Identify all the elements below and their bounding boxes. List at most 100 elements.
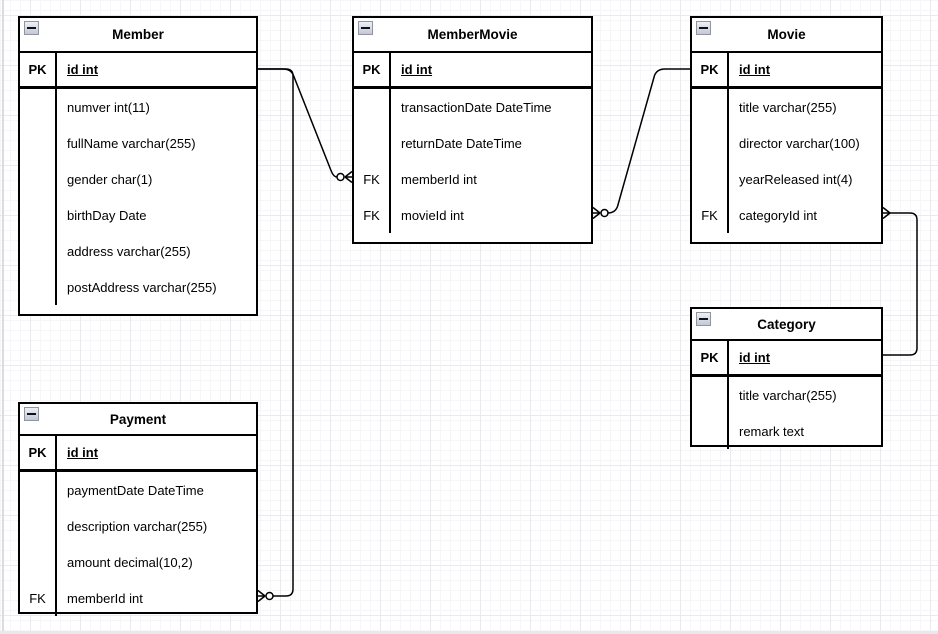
key-cell — [20, 233, 57, 269]
table-row[interactable]: FK categoryId int — [692, 197, 881, 233]
table-row[interactable]: returnDate DateTime — [354, 125, 591, 161]
table-member-header[interactable]: Member — [20, 18, 256, 53]
table-row[interactable]: PK id int — [20, 436, 256, 472]
table-payment-header[interactable]: Payment — [20, 404, 256, 436]
key-cell: PK — [692, 53, 729, 86]
page-edge-left — [2, 0, 4, 634]
value-cell: postAddress varchar(255) — [67, 279, 217, 295]
key-cell — [354, 89, 391, 125]
crowfoot-many-icon — [882, 206, 891, 220]
table-row[interactable]: address varchar(255) — [20, 233, 256, 269]
key-cell: PK — [20, 53, 57, 86]
table-category[interactable]: Category PK id int title varchar(255) re… — [690, 307, 883, 449]
relationship-category-movie[interactable] — [882, 206, 918, 356]
value-cell: memberId int — [67, 590, 143, 606]
table-row[interactable]: fullName varchar(255) — [20, 125, 256, 161]
table-title: Movie — [767, 27, 806, 42]
table-row[interactable]: director varchar(100) — [692, 125, 881, 161]
crowfoot-many-icon — [344, 170, 353, 184]
key-cell: PK — [20, 436, 57, 469]
table-row[interactable]: FK memberId int — [354, 161, 591, 197]
crowfoot-many-icon — [257, 589, 266, 603]
key-cell: PK — [354, 53, 391, 86]
value-cell: address varchar(255) — [67, 243, 191, 259]
key-cell: FK — [692, 197, 729, 233]
collapse-icon[interactable] — [358, 21, 373, 35]
key-cell — [20, 269, 57, 305]
value-cell: id int — [739, 62, 771, 77]
key-cell: FK — [20, 580, 57, 616]
value-cell: birthDay Date — [67, 207, 147, 223]
table-title: Payment — [109, 411, 167, 427]
table-row[interactable]: postAddress varchar(255) — [20, 269, 256, 305]
key-cell — [692, 89, 729, 125]
table-member[interactable]: Member PK id int numver int(11) fullName… — [18, 16, 258, 316]
value-cell: id int — [401, 62, 433, 77]
table-membermovie[interactable]: MemberMovie PK id int transactionDate Da… — [352, 16, 593, 244]
table-row[interactable]: title varchar(255) — [692, 377, 881, 413]
key-cell — [20, 508, 57, 544]
relationship-member-payment[interactable] — [257, 68, 294, 603]
value-cell: amount decimal(10,2) — [67, 554, 193, 570]
minus-glyph — [27, 413, 36, 415]
value-cell: movieId int — [401, 207, 464, 223]
value-cell: returnDate DateTime — [401, 135, 522, 151]
key-cell — [692, 413, 729, 449]
table-row[interactable]: paymentDate DateTime — [20, 472, 256, 508]
table-movie[interactable]: Movie PK id int title varchar(255) direc… — [690, 16, 883, 244]
table-row[interactable]: amount decimal(10,2) — [20, 544, 256, 580]
key-cell — [692, 125, 729, 161]
value-cell: transactionDate DateTime — [401, 99, 552, 115]
table-row[interactable]: FK memberId int — [20, 580, 256, 616]
value-cell: title varchar(255) — [739, 387, 837, 403]
key-cell — [20, 197, 57, 233]
table-row[interactable]: PK id int — [692, 341, 881, 377]
value-cell: director varchar(100) — [739, 135, 860, 151]
collapse-icon[interactable] — [24, 407, 39, 421]
table-row[interactable]: remark text — [692, 413, 881, 449]
table-row[interactable]: transactionDate DateTime — [354, 89, 591, 125]
key-cell: FK — [354, 197, 391, 233]
table-title: Member — [112, 27, 164, 42]
table-membermovie-header[interactable]: MemberMovie — [354, 18, 591, 53]
key-cell: FK — [354, 161, 391, 197]
table-row[interactable]: numver int(11) — [20, 89, 256, 125]
collapse-icon[interactable] — [696, 312, 711, 326]
key-cell — [692, 377, 729, 413]
collapse-icon[interactable] — [24, 21, 39, 35]
table-row[interactable]: yearReleased int(4) — [692, 161, 881, 197]
table-payment[interactable]: Payment PK id int paymentDate DateTime d… — [18, 402, 258, 616]
table-row[interactable]: gender char(1) — [20, 161, 256, 197]
table-title: Category — [757, 316, 816, 332]
value-cell: yearReleased int(4) — [739, 171, 853, 187]
minus-glyph — [699, 318, 708, 320]
table-row[interactable]: title varchar(255) — [692, 89, 881, 125]
key-cell — [354, 125, 391, 161]
key-cell — [692, 161, 729, 197]
key-cell — [20, 89, 57, 125]
table-category-header[interactable]: Category — [692, 309, 881, 341]
key-cell — [20, 125, 57, 161]
minus-glyph — [27, 27, 36, 29]
page-edge-bottom — [0, 631, 938, 634]
table-row[interactable]: birthDay Date — [20, 197, 256, 233]
table-row[interactable]: PK id int — [692, 53, 881, 89]
value-cell: memberId int — [401, 171, 477, 187]
relationship-member-membermovie[interactable] — [258, 68, 353, 184]
value-cell: fullName varchar(255) — [67, 135, 196, 151]
value-cell: id int — [67, 62, 99, 77]
value-cell: title varchar(255) — [739, 99, 837, 115]
table-movie-header[interactable]: Movie — [692, 18, 881, 53]
table-row[interactable]: description varchar(255) — [20, 508, 256, 544]
table-row[interactable]: PK id int — [20, 53, 256, 89]
minus-glyph — [361, 27, 370, 29]
value-cell: id int — [739, 350, 771, 365]
table-row[interactable]: PK id int — [354, 53, 591, 89]
value-cell: remark text — [739, 423, 805, 439]
key-cell — [20, 544, 57, 580]
collapse-icon[interactable] — [696, 21, 711, 35]
value-cell: id int — [67, 445, 99, 460]
relationship-movie-membermovie[interactable] — [592, 68, 690, 220]
table-row[interactable]: FK movieId int — [354, 197, 591, 233]
